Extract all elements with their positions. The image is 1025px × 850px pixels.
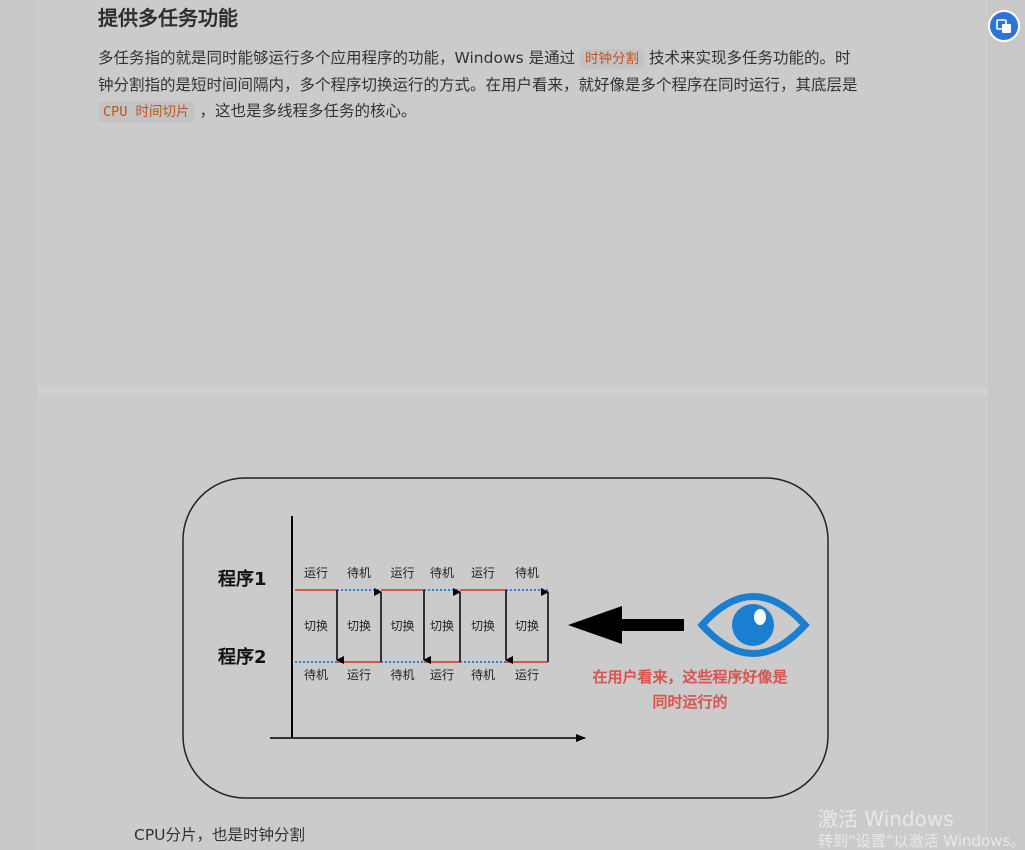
switch-label: 切换 bbox=[515, 619, 539, 633]
user-view-text-line2: 同时运行的 bbox=[652, 693, 727, 711]
activation-watermark-hint: 转到“设置”以激活 Windows。 bbox=[818, 832, 1025, 850]
activation-watermark-title: 激活 Windows bbox=[818, 807, 954, 831]
program2-state-label: 待机 bbox=[304, 668, 328, 682]
translate-float-button[interactable] bbox=[988, 10, 1020, 42]
program1-state-label: 运行 bbox=[304, 566, 328, 580]
inline-code-clock-split: 时钟分割 bbox=[580, 49, 645, 69]
section-divider bbox=[37, 387, 988, 395]
switch-label: 切换 bbox=[304, 619, 328, 633]
switch-label: 切换 bbox=[430, 619, 454, 633]
caption: CPU分片，也是时钟分割 bbox=[134, 826, 306, 844]
program1-state-label: 运行 bbox=[471, 566, 495, 580]
switch-label: 切换 bbox=[347, 619, 371, 633]
program1-state-label: 待机 bbox=[515, 566, 539, 580]
switch-label: 切换 bbox=[471, 619, 495, 633]
eye-icon bbox=[697, 593, 810, 657]
program2-state-label: 运行 bbox=[347, 668, 371, 682]
intro-paragraph: 多任务指的就是同时能够运行多个应用程序的功能，Windows 是通过 时钟分割 … bbox=[98, 45, 858, 125]
program2-state-label: 运行 bbox=[430, 668, 454, 682]
program2-state-label: 运行 bbox=[515, 668, 539, 682]
para-text-3: ，这也是多线程多任务的核心。 bbox=[194, 102, 417, 120]
program1-state-label: 待机 bbox=[347, 566, 371, 580]
program1-state-label: 运行 bbox=[390, 566, 414, 580]
translate-icon bbox=[996, 19, 1011, 33]
para-text-2: 技术来实现多任务功能的。时钟分割指的是短时间间隔内，多个程序切换运行的方式。在用… bbox=[98, 49, 858, 94]
program2-label: 程序2 bbox=[218, 646, 267, 668]
inline-code-cpu-slice: CPU 时间切片 bbox=[98, 102, 195, 122]
user-view-text-line1: 在用户看来，这些程序好像是 bbox=[592, 668, 788, 686]
section-title: 提供多任务功能 bbox=[98, 6, 238, 30]
article-content bbox=[37, 0, 988, 850]
right-gutter bbox=[988, 0, 1025, 850]
switch-label: 切换 bbox=[390, 619, 414, 633]
left-arrow-icon bbox=[568, 606, 684, 644]
program1-state-label: 待机 bbox=[430, 566, 454, 580]
left-gutter bbox=[0, 0, 37, 850]
program2-state-label: 待机 bbox=[390, 668, 414, 682]
program1-label: 程序1 bbox=[218, 568, 267, 590]
diagram-frame bbox=[182, 477, 829, 799]
program2-state-label: 待机 bbox=[471, 668, 495, 682]
para-text-1: 多任务指的就是同时能够运行多个应用程序的功能，Windows 是通过 bbox=[98, 49, 581, 67]
